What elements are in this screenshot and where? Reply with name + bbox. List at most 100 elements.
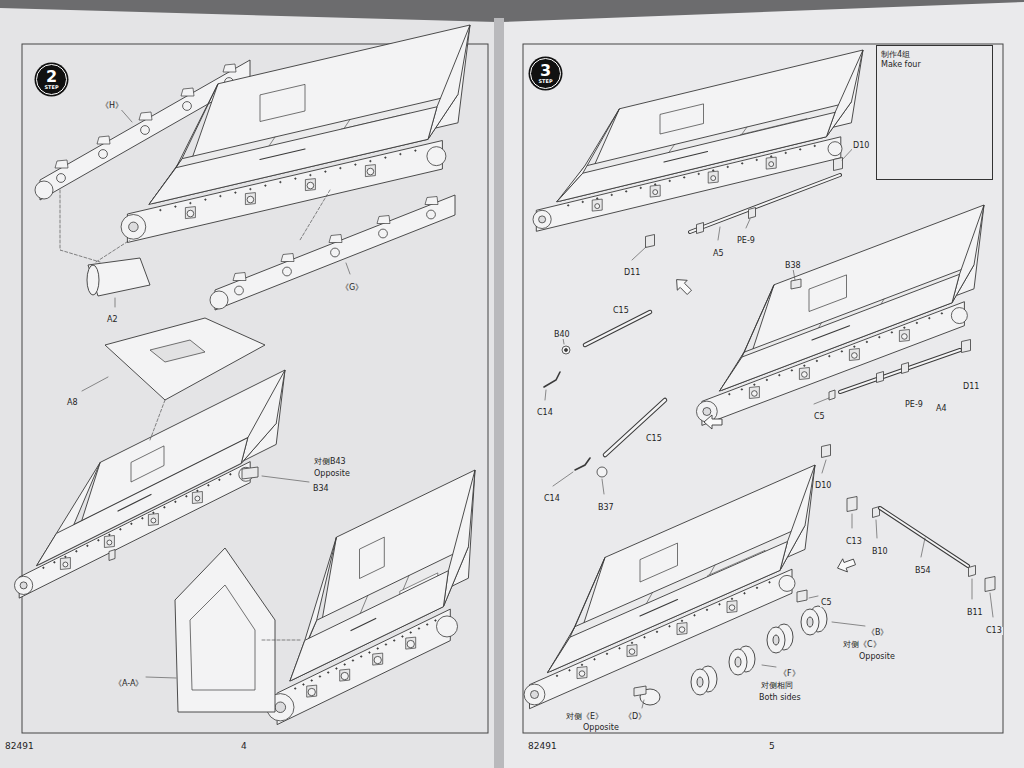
line-art [767, 627, 785, 653]
line-art [400, 153, 401, 154]
part-label: 《F》 [778, 670, 801, 678]
line-art [427, 210, 436, 219]
front-plate [175, 548, 275, 712]
line-art [703, 408, 711, 416]
line-art [443, 470, 475, 607]
line-art [307, 182, 314, 189]
leader-line [146, 677, 176, 678]
line-art [631, 642, 632, 643]
line-art [340, 669, 350, 681]
axle-part [690, 175, 840, 232]
line-art [187, 210, 194, 217]
line-art [260, 84, 305, 121]
line-art [307, 685, 317, 697]
line-art [60, 558, 70, 570]
part-label: D10 [852, 142, 870, 150]
line-art [565, 349, 568, 352]
part-label: 《A-A》 [113, 680, 144, 688]
leader-line [632, 247, 646, 260]
line-art [606, 653, 607, 654]
line-art [407, 640, 414, 647]
line-art [415, 150, 416, 151]
right-page [502, 2, 1024, 768]
line-art [679, 627, 685, 633]
leader-line [602, 479, 604, 494]
line-art [847, 497, 857, 512]
line-art [394, 640, 395, 641]
line-art [791, 370, 792, 371]
part-label: A8 [66, 399, 79, 407]
leader-line [346, 263, 350, 274]
part-label: Opposite [313, 470, 351, 478]
line-art [76, 551, 77, 552]
line-art [899, 330, 909, 342]
label-anchor: 《D》 [623, 706, 647, 722]
leader-line [809, 596, 818, 598]
small-part [985, 577, 995, 592]
line-art [220, 195, 221, 196]
line-art [773, 635, 779, 645]
line-art [164, 507, 165, 508]
line-art [849, 349, 859, 361]
label-anchor: A5 [712, 243, 725, 259]
step-badge: 3STEP [530, 58, 561, 89]
line-art [807, 617, 813, 627]
line-art [627, 645, 637, 657]
line-art [437, 616, 458, 637]
line-art [265, 185, 266, 186]
line-art [729, 649, 747, 675]
line-art [385, 157, 386, 158]
inset-note: 制作4组 [881, 50, 910, 60]
line-art [539, 216, 546, 223]
line-art [656, 631, 657, 632]
line-art [568, 205, 569, 206]
small-part [791, 279, 801, 289]
line-art [20, 582, 27, 589]
axle-part [880, 508, 968, 566]
label-anchor: Both sides [758, 687, 802, 703]
line-art [952, 205, 984, 303]
line-art [247, 196, 254, 203]
page-frame [22, 44, 488, 733]
line-art [385, 644, 386, 645]
leader-line [262, 476, 309, 482]
label-anchor: D10 [852, 135, 870, 151]
leader-line [115, 298, 116, 307]
leader-line [990, 593, 993, 617]
label-anchor: B54 [914, 560, 932, 576]
line-art [834, 158, 843, 171]
label-anchor: PE-9 [736, 230, 756, 246]
line-art [797, 590, 807, 602]
line-art [99, 150, 108, 159]
line-art [43, 567, 44, 568]
line-art [54, 562, 55, 563]
line-art [594, 659, 595, 660]
part-label: B10 [871, 548, 889, 556]
line-art [669, 180, 670, 181]
line-art [749, 387, 759, 399]
line-art [766, 379, 767, 380]
part-label: C15 [645, 435, 663, 443]
line-art [754, 384, 755, 385]
line-art [241, 370, 285, 463]
line-art [929, 317, 930, 318]
part-label: 对侧《E》 [565, 713, 604, 721]
line-art [37, 438, 248, 566]
line-art [698, 173, 699, 174]
side-plate [210, 195, 455, 310]
label-anchor: B40 [553, 324, 571, 340]
line-art [902, 363, 909, 374]
line-art [87, 265, 99, 295]
leader-line [852, 514, 853, 528]
line-art [597, 467, 607, 477]
part-label: A2 [106, 316, 119, 324]
line-art [669, 626, 670, 627]
small-part [877, 372, 884, 383]
line-art [153, 512, 154, 513]
hull-drawing [524, 465, 815, 709]
line-art [951, 308, 967, 324]
line-art [63, 562, 68, 567]
line-art [650, 185, 660, 197]
